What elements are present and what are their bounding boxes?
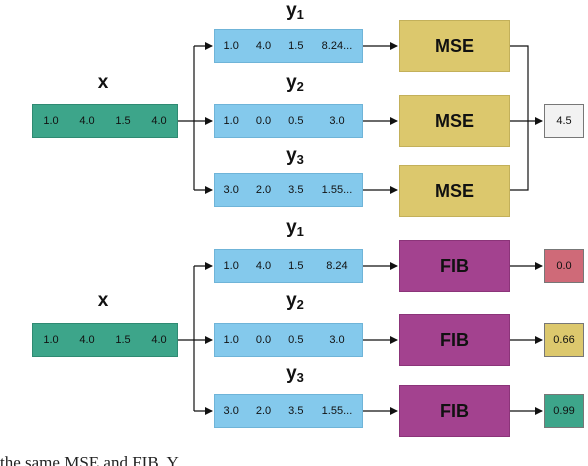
- vector-cell: 1.0: [223, 40, 239, 52]
- y1-vector-bottom: 1.0 4.0 1.5 8.24: [214, 249, 363, 283]
- vector-cell: 1.0: [43, 115, 59, 127]
- y1-label-top: y1: [286, 0, 304, 22]
- mse-box-2: MSE: [399, 95, 510, 147]
- mse-output-box: 4.5: [544, 104, 584, 138]
- vector-cell: 3.0: [329, 115, 345, 127]
- vector-cell: 4.0: [151, 334, 167, 346]
- vector-cell: 1.0: [223, 334, 239, 346]
- x-vector-bottom: 1.0 4.0 1.5 4.0: [32, 323, 178, 357]
- vector-cell: 4.0: [79, 334, 95, 346]
- vector-cell: 4.0: [255, 260, 272, 272]
- y2-vector-bottom: 1.0 0.0 0.5 3.0: [214, 323, 363, 357]
- vector-cell: 4.0: [255, 40, 272, 52]
- x-label-top: x: [97, 72, 109, 93]
- merge-line-mse: [510, 45, 529, 191]
- vector-cell: 8.24...: [321, 40, 353, 52]
- vector-cell: 0.0: [255, 115, 272, 127]
- vector-cell: 1.55...: [321, 184, 353, 196]
- y3-label-top: y3: [286, 145, 304, 167]
- x-vector-top: 1.0 4.0 1.5 4.0: [32, 104, 178, 138]
- vector-cell: 3.0: [223, 184, 239, 196]
- vector-cell: 8.24: [326, 260, 348, 272]
- vector-cell: 3.0: [223, 405, 239, 417]
- vector-cell: 1.5: [115, 334, 131, 346]
- vector-cell: 0.5: [288, 334, 304, 346]
- vector-cell: 1.5: [288, 260, 304, 272]
- vector-cell: 2.0: [255, 405, 272, 417]
- vector-cell: 2.0: [255, 184, 272, 196]
- vector-cell: 3.5: [288, 184, 304, 196]
- fib-output-box-1: 0.0: [544, 249, 584, 283]
- x-label-bottom: x: [97, 290, 109, 311]
- vector-cell: 1.0: [43, 334, 59, 346]
- y3-label-bottom: y3: [286, 363, 304, 385]
- mse-box-3: MSE: [399, 165, 510, 217]
- fib-output-box-3: 0.99: [544, 394, 584, 428]
- vector-cell: 1.55...: [321, 405, 353, 417]
- y2-label-top: y2: [286, 72, 304, 94]
- vector-cell: 1.0: [223, 260, 239, 272]
- caption-fragment: the same MSE and FIB. Y...: [0, 453, 190, 466]
- vector-cell: 4.0: [151, 115, 167, 127]
- y2-label-bottom: y2: [286, 290, 304, 312]
- vector-cell: 1.5: [115, 115, 131, 127]
- y2-vector-top: 1.0 0.0 0.5 3.0: [214, 104, 363, 138]
- vector-cell: 3.0: [329, 334, 345, 346]
- vector-cell: 1.5: [288, 40, 304, 52]
- y3-vector-top: 3.0 2.0 3.5 1.55...: [214, 173, 363, 207]
- y1-label-bottom: y1: [286, 217, 304, 239]
- y3-vector-bottom: 3.0 2.0 3.5 1.55...: [214, 394, 363, 428]
- vector-cell: 0.0: [255, 334, 272, 346]
- vector-cell: 4.0: [79, 115, 95, 127]
- fib-box-3: FIB: [399, 385, 510, 437]
- fib-output-box-2: 0.66: [544, 323, 584, 357]
- vector-cell: 0.5: [288, 115, 304, 127]
- y1-vector-top: 1.0 4.0 1.5 8.24...: [214, 29, 363, 63]
- vector-cell: 3.5: [288, 405, 304, 417]
- fib-box-2: FIB: [399, 314, 510, 366]
- vector-cell: 1.0: [223, 115, 239, 127]
- fib-box-1: FIB: [399, 240, 510, 292]
- mse-box-1: MSE: [399, 20, 510, 72]
